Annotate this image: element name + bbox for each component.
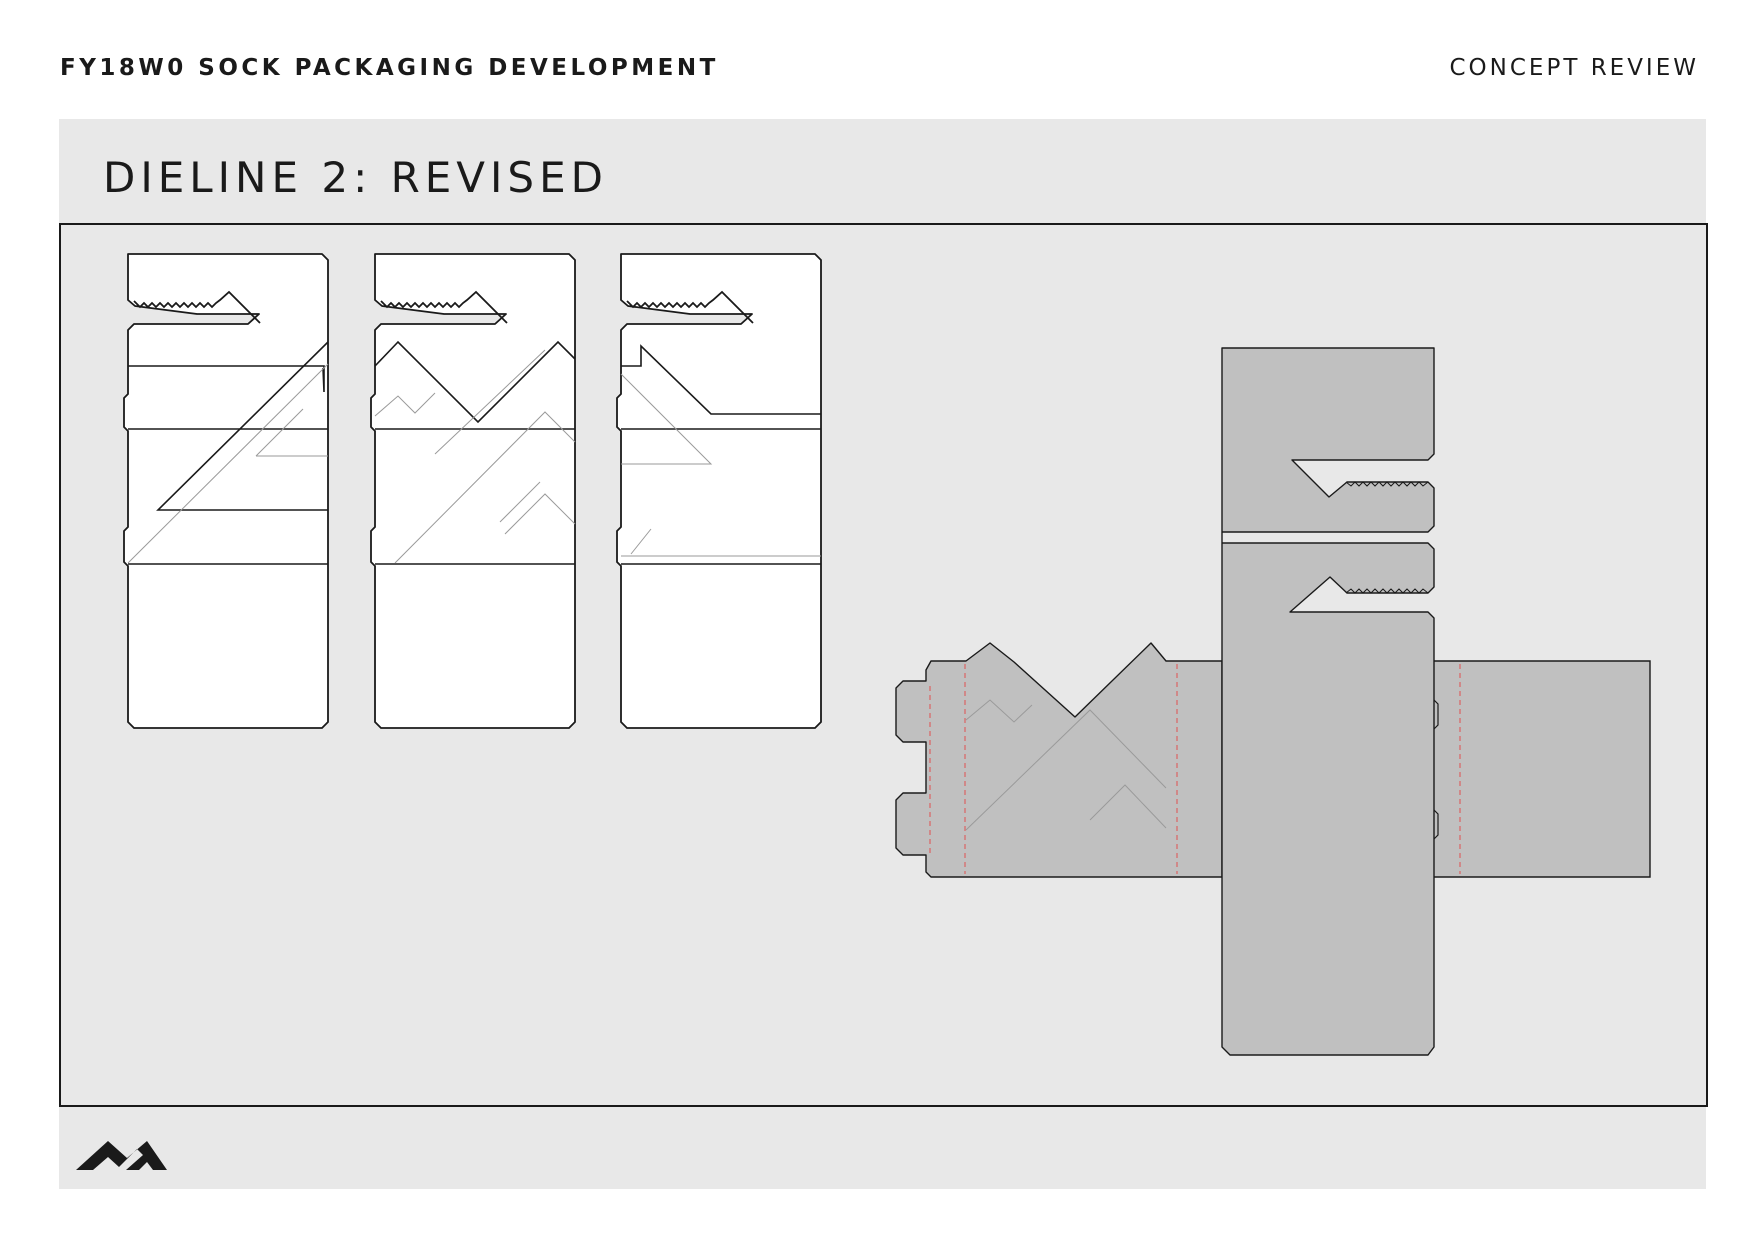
panel-heading: DIELINE 2: REVISED — [103, 153, 608, 202]
front-panel-left — [123, 253, 329, 729]
flat-dieline — [895, 347, 1651, 1056]
drawing-frame — [59, 223, 1708, 1107]
section-label: CONCEPT REVIEW — [1449, 55, 1699, 81]
front-panel-center — [370, 253, 576, 729]
mountain-logo-icon — [76, 1141, 167, 1170]
document-title: FY18W0 SOCK PACKAGING DEVELOPMENT — [60, 55, 719, 81]
front-panel-right — [616, 253, 822, 729]
